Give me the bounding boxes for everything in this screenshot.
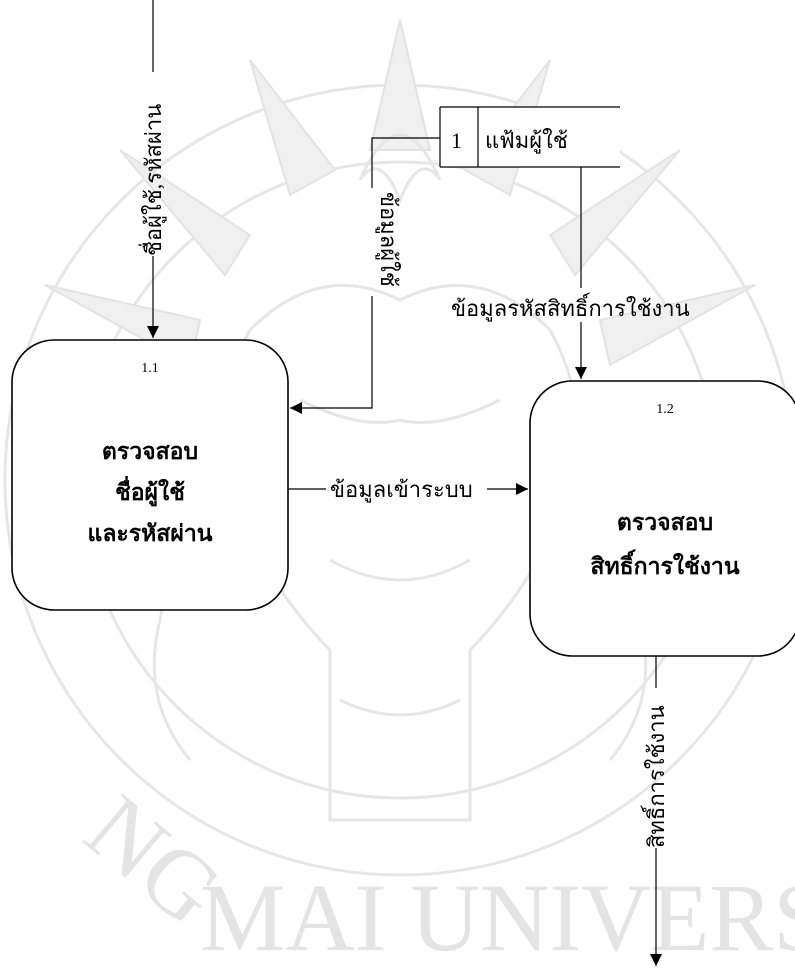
flow-label-access-rights: สิทธิ์การใช้งาน <box>641 705 669 848</box>
datastore-number: 1 <box>451 128 462 153</box>
flow-label-access-rights-data: ข้อมูลรหัสสิทธิ์การใช้งาน <box>451 293 690 322</box>
process-title-line-2: ชื่อผู้ใช้ <box>115 475 185 507</box>
process-id: 1.2 <box>656 402 674 417</box>
process-title-line-2: สิทธิ์การใช้งาน <box>590 549 739 580</box>
flow-label-username-password: ชื่อผู้ใช้,รหัสผ่าน <box>138 104 167 256</box>
process-1-2: 1.2 ตรวจสอบ สิทธิ์การใช้งาน <box>529 380 795 657</box>
flow-label-user-data: ข้อมูลผู้ใช้ <box>375 192 401 287</box>
process-title-line-1: ตรวจสอบ <box>617 510 713 536</box>
flow-login-data: ข้อมูลเข้าระบบ <box>288 477 528 503</box>
flow-access-rights: สิทธิ์การใช้งาน <box>641 656 669 966</box>
flow-user-data: ข้อมูลผู้ใช้ <box>290 137 440 414</box>
datastore-name: แฟ้มผู้ใช้ <box>485 128 568 154</box>
process-title-line-3: และรหัสผ่าน <box>88 521 213 547</box>
flow-username-password: ชื่อผู้ใช้,รหัสผ่าน <box>138 0 167 338</box>
process-id: 1.1 <box>141 361 159 376</box>
flow-label-login-data: ข้อมูลเข้าระบบ <box>330 477 473 503</box>
process-title-line-1: ตรวจสอบ <box>102 439 198 465</box>
process-1-1: 1.1 ตรวจสอบ ชื่อผู้ใช้ และรหัสผ่าน <box>11 339 289 611</box>
datastore-user-file: 1 แฟ้มผู้ใช้ <box>439 106 620 168</box>
watermark-text: MAI UNIVERSITY <box>200 864 795 969</box>
flow-access-rights-data: ข้อมูลรหัสสิทธิ์การใช้งาน <box>451 167 690 379</box>
